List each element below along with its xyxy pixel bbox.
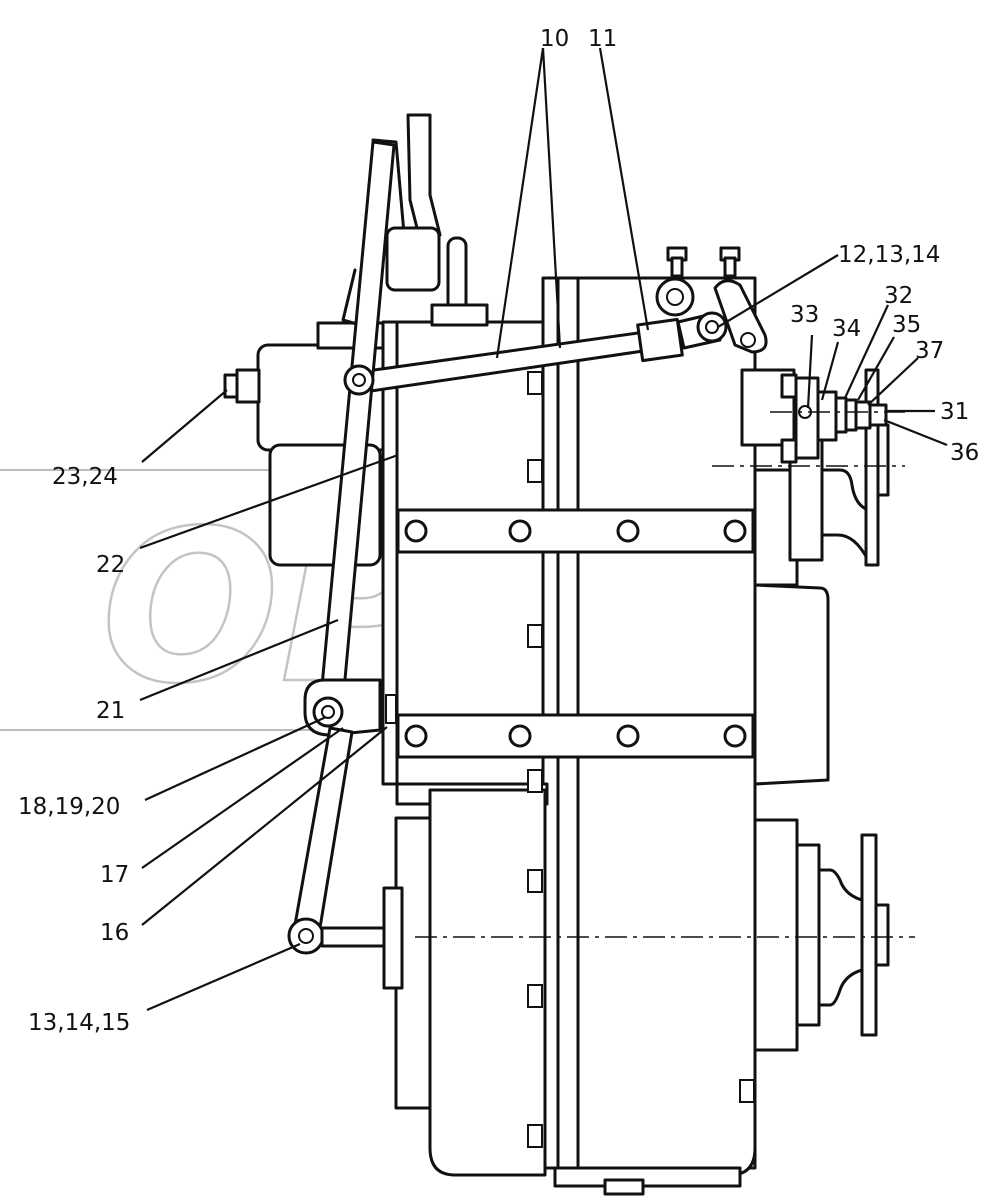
clamp-bands [396, 508, 755, 759]
callout-18-19-20: 18,19,20 [18, 794, 120, 820]
callout-22: 22 [96, 552, 125, 578]
callout-labels: 10 11 12,13,14 32 33 34 35 37 31 36 23,2… [18, 26, 979, 1036]
callout-13-14-15: 13,14,15 [28, 1010, 130, 1036]
lower-output-flange [753, 818, 890, 1052]
callout-11: 11 [588, 26, 617, 52]
callout-17: 17 [100, 862, 129, 888]
sensor-fittings [780, 373, 888, 464]
callout-33: 33 [790, 302, 819, 328]
callout-32: 32 [884, 283, 913, 309]
body-bolts [385, 371, 755, 1148]
callout-36: 36 [950, 440, 979, 466]
callout-34: 34 [832, 316, 861, 342]
callout-21: 21 [96, 698, 125, 724]
callout-16: 16 [100, 920, 129, 946]
leader-lines [139, 47, 948, 1012]
callout-10: 10 [540, 26, 569, 52]
center-lines [415, 411, 915, 938]
lower-link-rod [287, 726, 404, 990]
upper-link-rod [358, 311, 728, 394]
callout-23-24: 23,24 [52, 464, 118, 490]
callout-12-13-14: 12,13,14 [838, 242, 940, 268]
callout-37: 37 [915, 338, 944, 364]
pivot-bracket [303, 678, 382, 737]
top-bracket [655, 246, 768, 354]
callout-35: 35 [892, 312, 921, 338]
callout-31: 31 [940, 399, 969, 425]
